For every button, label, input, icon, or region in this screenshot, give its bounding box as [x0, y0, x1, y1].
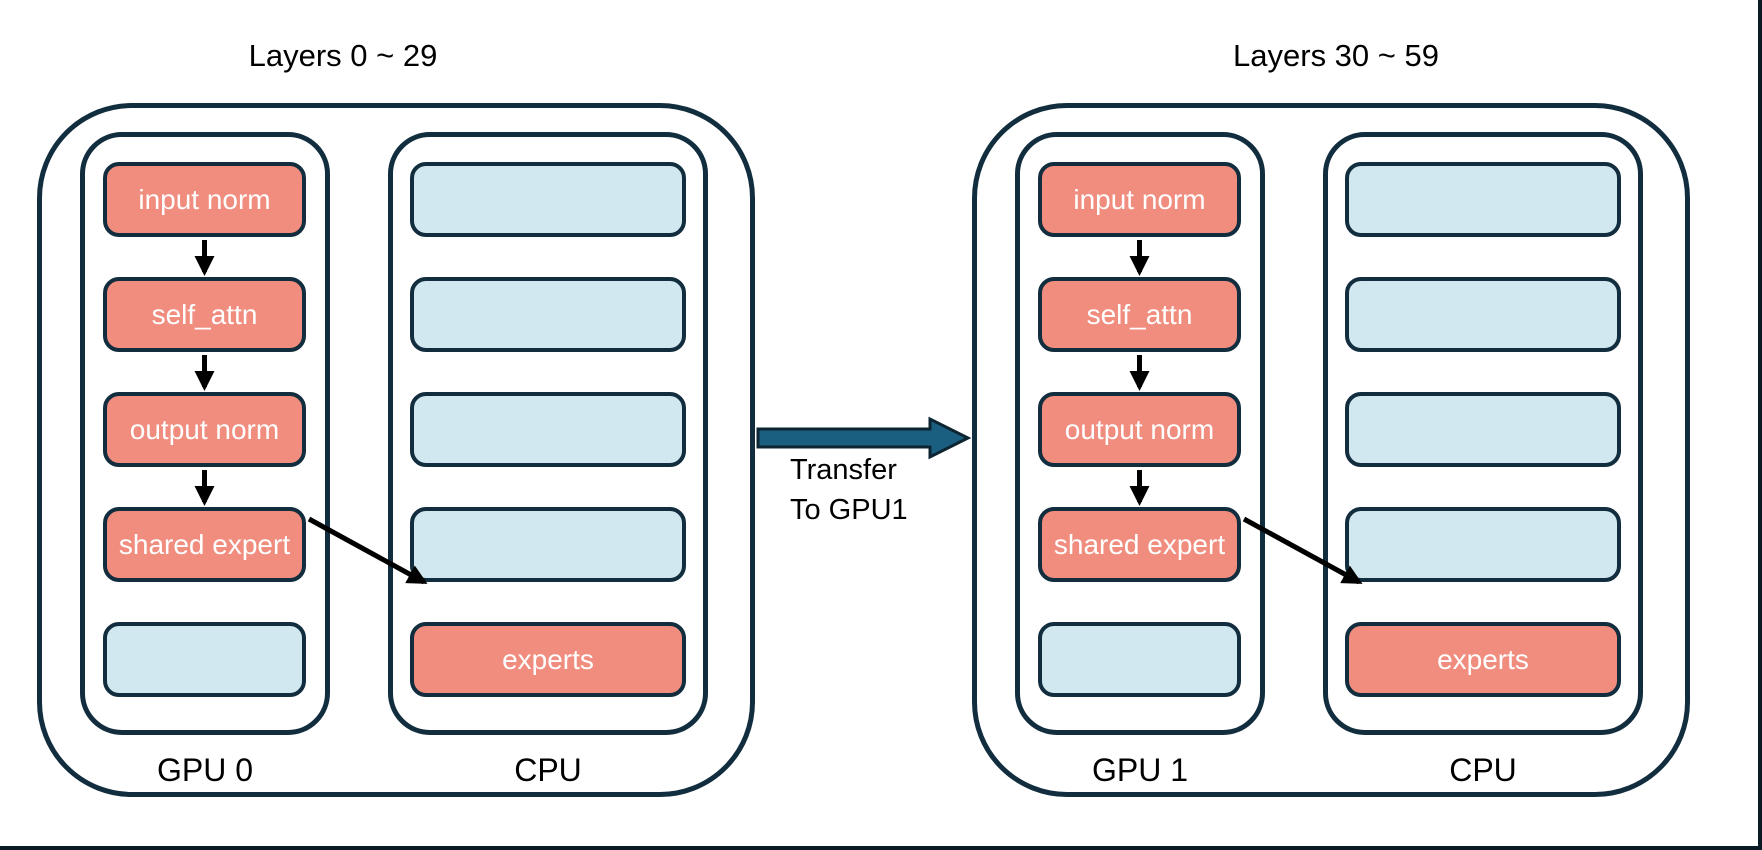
cpu-column [388, 132, 708, 735]
node-outline [972, 103, 1690, 797]
block-empty-cpu-2 [410, 277, 686, 352]
block-empty-cpu-4 [410, 507, 686, 582]
block-empty-cpu-3 [1345, 392, 1621, 467]
layer-group-30-59: Layers 30 ~ 59 input norm self_attn outp… [935, 0, 1762, 850]
block-shared-expert: shared expert [103, 507, 306, 582]
gpu-column [1015, 132, 1265, 735]
block-self-attn: self_attn [103, 277, 306, 352]
block-empty-cpu-2 [1345, 277, 1621, 352]
block-experts: experts [1345, 622, 1621, 697]
gpu-device-label: GPU 0 [156, 752, 254, 788]
gpu-column [80, 132, 330, 735]
block-self-attn: self_attn [1038, 277, 1241, 352]
slide-bottom-edge [0, 846, 1762, 850]
block-output-norm: output norm [1038, 392, 1241, 467]
block-experts: experts [410, 622, 686, 697]
group-title: Layers 30 ~ 59 [1233, 38, 1439, 73]
node-outline [37, 103, 755, 797]
transfer-label-line2: To GPU1 [790, 494, 908, 526]
block-empty-cpu-1 [410, 162, 686, 237]
gpu-device-label: GPU 1 [1091, 752, 1189, 788]
transfer-label: Transfer To GPU1 [790, 450, 908, 530]
block-input-norm: input norm [1038, 162, 1241, 237]
transfer-label-line1: Transfer [790, 454, 897, 486]
block-input-norm: input norm [103, 162, 306, 237]
group-title: Layers 0 ~ 29 [248, 38, 438, 73]
block-empty-cpu-3 [410, 392, 686, 467]
slide-right-edge [1758, 0, 1762, 850]
cpu-column [1323, 132, 1643, 735]
block-empty-cpu-4 [1345, 507, 1621, 582]
cpu-device-label: CPU [1449, 752, 1517, 788]
layer-group-0-29: Layers 0 ~ 29 input norm self_attn outpu… [0, 0, 880, 850]
cpu-device-label: CPU [514, 752, 582, 788]
block-empty-gpu [103, 622, 306, 697]
block-shared-expert: shared expert [1038, 507, 1241, 582]
block-empty-cpu-1 [1345, 162, 1621, 237]
block-empty-gpu [1038, 622, 1241, 697]
block-output-norm: output norm [103, 392, 306, 467]
